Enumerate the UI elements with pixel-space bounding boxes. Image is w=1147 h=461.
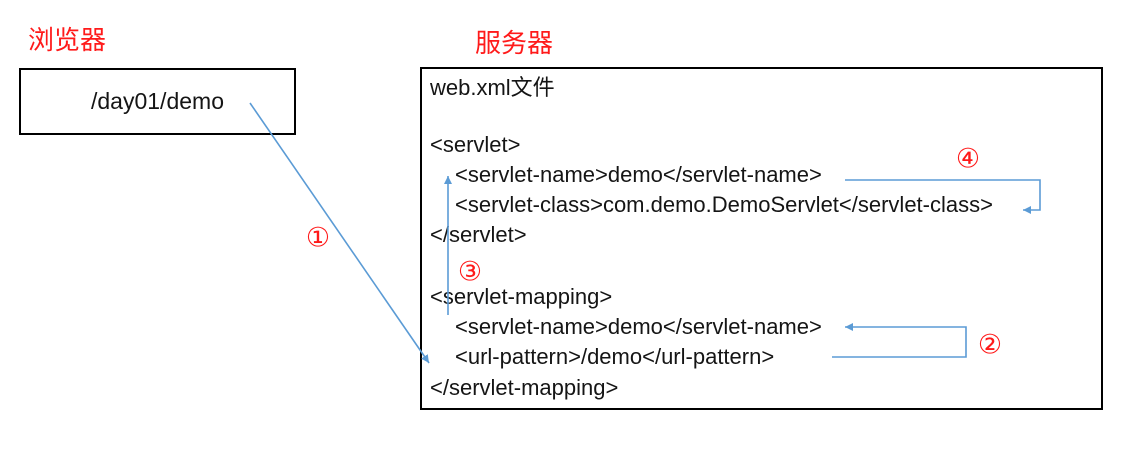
code-line-mapping-open: <servlet-mapping> bbox=[430, 284, 613, 309]
step-2-badge: ② bbox=[977, 329, 1003, 361]
arrow-request-to-url-pattern bbox=[249, 102, 430, 364]
code-line-mapping-close: </servlet-mapping> bbox=[430, 375, 619, 400]
step-1-badge: ① bbox=[305, 222, 331, 254]
code-line-servlet-name: <servlet-name>demo</servlet-name> bbox=[455, 162, 822, 187]
step-3-badge: ③ bbox=[457, 256, 483, 288]
step-4-badge: ④ bbox=[955, 143, 981, 175]
code-line-servlet-open: <servlet> bbox=[430, 132, 521, 157]
code-line-servlet-close: </servlet> bbox=[430, 222, 527, 247]
webxml-file-label: web.xml文件 bbox=[430, 75, 555, 100]
code-line-mapping-servlet-name: <servlet-name>demo</servlet-name> bbox=[455, 314, 822, 339]
request-path: /day01/demo bbox=[91, 88, 224, 114]
server-box bbox=[420, 67, 1103, 410]
server-title: 服务器 bbox=[475, 29, 554, 59]
code-line-url-pattern: <url-pattern>/demo</url-pattern> bbox=[455, 344, 775, 369]
browser-box: /day01/demo bbox=[19, 68, 296, 135]
browser-title: 浏览器 bbox=[28, 26, 107, 56]
code-line-servlet-class: <servlet-class>com.demo.DemoServlet</ser… bbox=[455, 192, 993, 217]
